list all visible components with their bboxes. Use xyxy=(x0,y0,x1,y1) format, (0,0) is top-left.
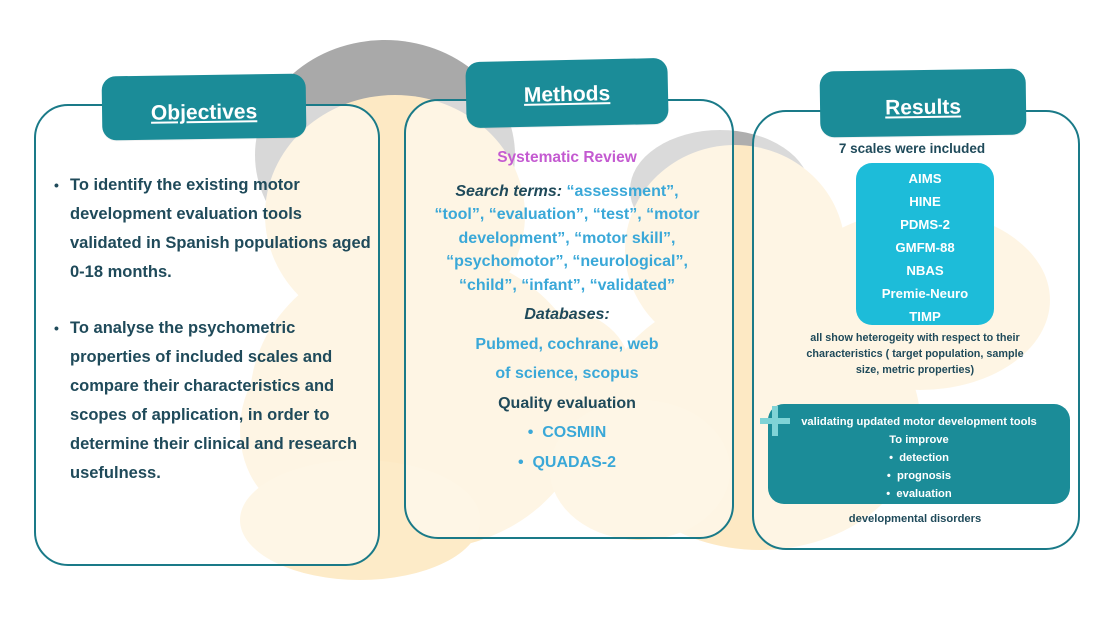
methods-panel xyxy=(404,99,734,539)
scale-item: TIMP xyxy=(909,309,941,324)
improvement-box: validating updated motor development too… xyxy=(768,404,1070,504)
scales-list-box: AIMS HINE PDMS-2 GMFM-88 NBAS Premie-Neu… xyxy=(856,163,994,325)
search-term-line: “assessment”, xyxy=(566,182,679,200)
improve-label: To improve xyxy=(889,434,949,446)
objective-item: To analyse the psychometric properties o… xyxy=(48,314,376,488)
scales-count-text: 7 scales were included xyxy=(838,141,986,156)
objectives-list: To identify the existing motor developme… xyxy=(48,171,376,515)
databases-line: Pubmed, cochrane, web xyxy=(475,335,659,353)
results-header: Results xyxy=(819,68,1027,138)
objective-item: To identify the existing motor developme… xyxy=(48,171,376,287)
search-term-line: “psychomotor”, “neurological”, xyxy=(446,253,688,270)
quality-item: • QUADAS-2 xyxy=(517,453,617,471)
scale-item: AIMS xyxy=(908,171,942,186)
systematic-review-heading: Systematic Review xyxy=(497,149,637,166)
developmental-disorders-text: developmental disorders xyxy=(848,513,982,525)
search-term-line: development”, “motor skill”, xyxy=(458,229,676,247)
search-term-line: “child”, “infant”, “validated” xyxy=(458,276,676,294)
methods-body: Systematic Review Search terms: “assessm… xyxy=(404,146,730,474)
databases-label: Databases: xyxy=(524,306,610,323)
quality-evaluation-label: Quality evaluation xyxy=(498,394,636,412)
heterogeneity-text: all show heterogeity with respect to the… xyxy=(806,332,1024,376)
search-terms-label: Search terms: xyxy=(455,182,563,200)
improve-item: • evaluation xyxy=(886,488,952,500)
search-terms-first-line: Search terms: “assessment”, xyxy=(404,180,730,204)
objectives-header: Objectives xyxy=(101,73,307,141)
methods-header: Methods xyxy=(465,57,669,129)
scale-item: Premie-Neuro xyxy=(881,286,969,301)
improve-item: • detection xyxy=(889,452,949,464)
scale-item: NBAS xyxy=(906,263,944,278)
improve-item: • prognosis xyxy=(886,470,952,482)
search-term-line: “tool”, “evaluation”, “test”, “motor xyxy=(434,206,700,223)
validating-text: validating updated motor development too… xyxy=(801,416,1037,428)
scale-item: PDMS-2 xyxy=(900,217,950,232)
databases-line: of science, scopus xyxy=(495,365,639,382)
scale-item: GMFM-88 xyxy=(895,240,955,255)
plus-icon xyxy=(760,406,790,436)
quality-item: • COSMIN xyxy=(527,424,607,441)
scale-item: HINE xyxy=(909,194,941,209)
